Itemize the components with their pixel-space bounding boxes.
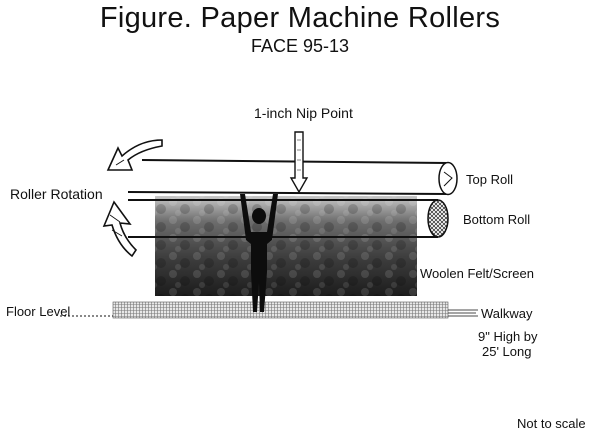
felt-label: Woolen Felt/Screen <box>420 266 534 281</box>
walkway-dimension-line1: 9" High by <box>478 329 538 344</box>
rotation-arrow-top <box>106 139 163 171</box>
walkway-label: Walkway <box>481 306 533 321</box>
nip-point-label: 1-inch Nip Point <box>254 105 353 121</box>
floor-level-label: Floor Level <box>6 304 71 319</box>
top-roll <box>127 159 458 196</box>
bottom-roll <box>128 199 449 238</box>
bottom-roll-label: Bottom Roll <box>463 212 531 227</box>
worker-figure <box>240 194 278 312</box>
walkway-band <box>60 301 478 319</box>
roller-rotation-label: Roller Rotation <box>10 186 103 202</box>
figure-title: Figure. Paper Machine Rollers <box>99 2 501 34</box>
walkway-dimension-line2: 25' Long <box>482 344 532 359</box>
top-roll-label: Top Roll <box>466 172 513 187</box>
scale-note: Not to scale <box>517 416 586 431</box>
rotation-arrow-bottom <box>102 200 138 258</box>
nip-point-arrow <box>289 131 309 194</box>
figure-subtitle: FACE 95-13 <box>250 36 350 56</box>
woolen-felt <box>155 196 417 296</box>
